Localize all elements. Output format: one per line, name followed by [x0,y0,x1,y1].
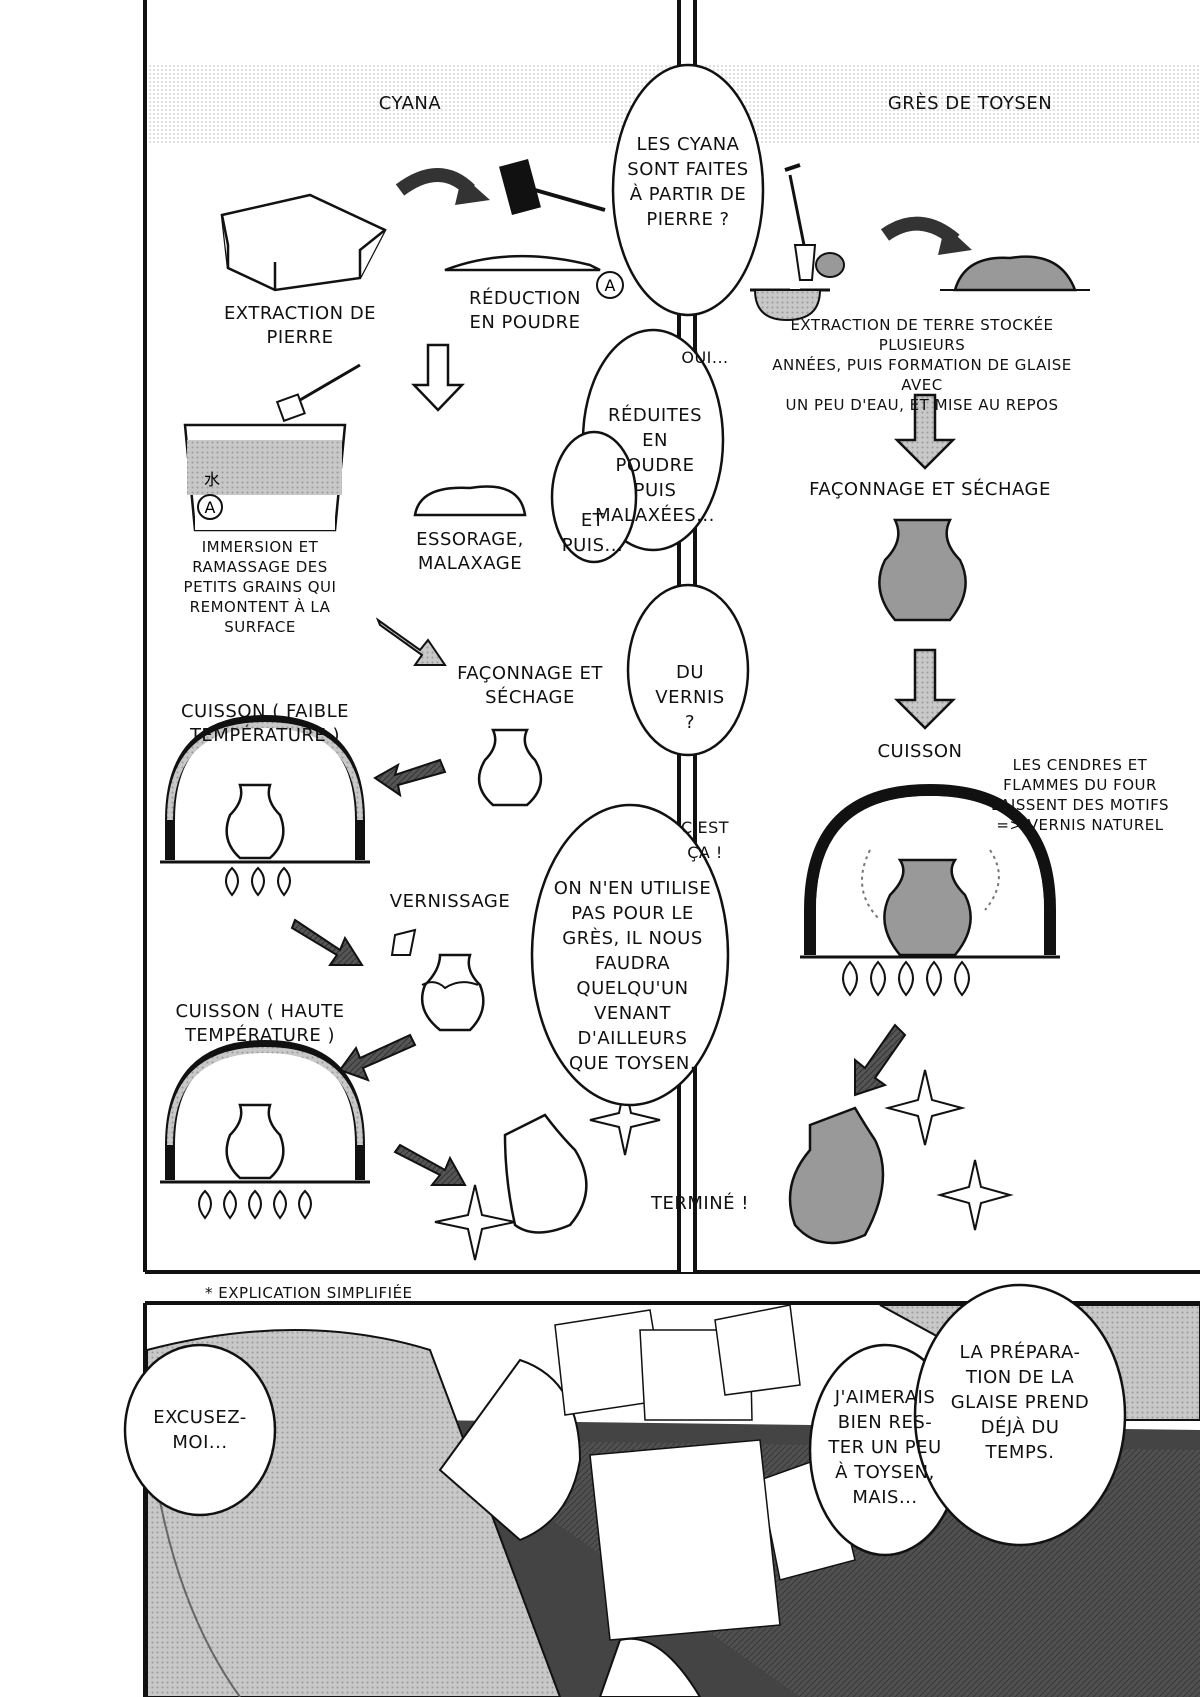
arrow-to-vernissage [290,918,364,966]
clay-mound-toysen [953,255,1077,292]
label-vernissage: VERNISSAGE [389,891,511,912]
label-essorage: ESSORAGE, MALAXAGE [416,529,524,574]
sparkles [434,1069,1014,1261]
label-reduction: RÉDUCTION EN POUDRE [469,288,581,333]
speech-bubbles-bottom [123,1283,1127,1557]
bubble-jaimerais: J'AIMERAIS BIEN RES- TER UN PEU À TOYSEN… [828,1387,942,1508]
finished-cyana-vase [503,1113,588,1234]
powder-mound [444,254,601,272]
clay-mound-1 [413,485,527,517]
label-cuisson-haute: CUISSON ( HAUTE TEMPÉRATURE ) [175,1001,345,1046]
label-termine: TERMINÉ ! [651,1193,749,1214]
bubble-reduites: RÉDUITES EN POUDRE PUIS MALAXÉES... [595,405,715,526]
arrow-to-faconnage [375,617,447,666]
down-arrow-toysen-2 [893,648,957,730]
water-basin-illustration [183,363,361,532]
bubble-excusez-moi: EXCUSEZ- MOI... [153,1407,247,1453]
column-header-cyana: CYANA [378,93,442,114]
kiln-high-temp [160,1039,370,1220]
bubble-et-puis: ET PUIS... [561,510,624,556]
shovel-illustration [750,163,845,322]
column-header-toysen: GRÈS DE TOYSEN [887,93,1053,114]
stone-block-illustration [220,193,387,292]
label-toysen-note: LES CENDRES ET FLAMMES DU FOUR LAISSENT … [990,756,1170,834]
label-toysen-faconnage: FAÇONNAGE ET SÉCHAGE [809,479,1051,500]
bubble-preparation: LA PRÉPARA- TION DE LA GLAISE PREND DÉJÀ… [950,1342,1090,1463]
arrow-to-kiln-1 [373,758,447,798]
water-kanji: 水 [204,470,220,489]
arrow-to-finished [393,1143,467,1186]
down-arrow-1 [411,343,465,412]
hammer-illustration [499,158,606,216]
kiln-low-temp [160,714,370,897]
finished-toysen-vase [788,1106,885,1245]
bubble-du-vernis: DU VERNIS ? [655,662,725,733]
kiln-toysen [800,783,1060,997]
vase-cyana-1 [477,728,543,807]
glazed-vase [390,928,485,1032]
label-immersion: IMMERSION ET RAMASSAGE DES PETITS GRAINS… [183,538,337,636]
label-cuisson-faible: CUISSON ( FAIBLE TEMPÉRATURE ) [180,701,350,746]
down-arrow-toysen-1 [893,393,957,470]
bubble-oui: OUI... [681,348,729,367]
circle-a-1: A [605,276,616,295]
bubble-on-nen-utilise: ON N'EN UTILISE PAS POUR LE GRÈS, IL NOU… [553,878,712,1074]
footnote: * EXPLICATION SIMPLIFIÉE [205,1284,413,1302]
arrow-to-kiln-2 [338,1033,417,1082]
arrow-toysen-finished [854,1023,907,1097]
label-toysen-cuisson: CUISSON [877,741,963,762]
circle-a-2: A [205,498,216,517]
label-extraction-pierre: EXTRACTION DE PIERRE [223,303,377,348]
bubble-cyana-question: LES CYANA SONT FAITES À PARTIR DE PIERRE… [627,134,749,230]
bubble-cest-ca: C'EST ÇA ! [680,818,730,862]
label-toysen-extraction: EXTRACTION DE TERRE STOCKÉE PLUSIEURS AN… [772,316,1072,414]
vase-toysen-grey [878,518,967,622]
label-faconnage-cyana: FAÇONNAGE ET SÉCHAGE [457,663,603,708]
